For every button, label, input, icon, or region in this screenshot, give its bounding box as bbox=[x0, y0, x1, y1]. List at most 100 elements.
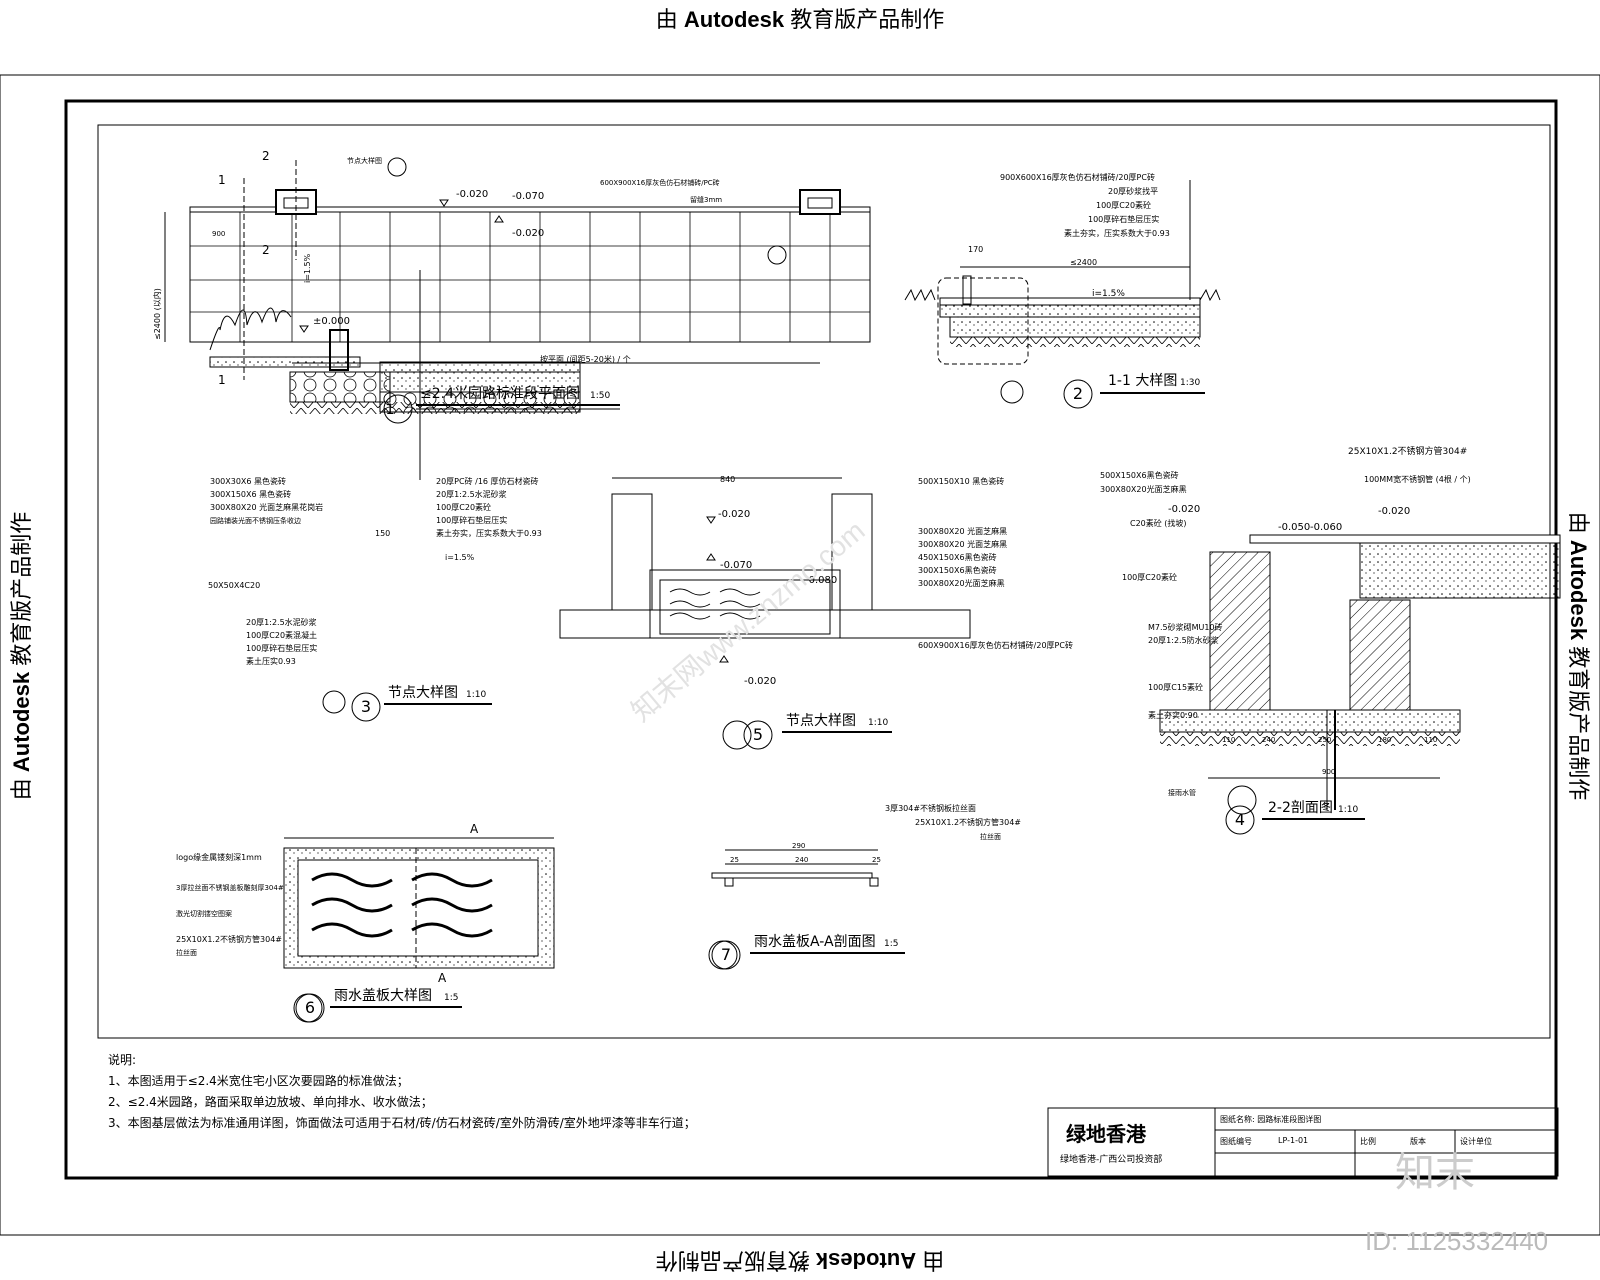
d2-dim-170: 170 bbox=[968, 245, 983, 254]
d3-bottom-4: 素土压实0.93 bbox=[246, 656, 296, 666]
d7-label-2: 25X10X1.2不锈钢方管304# bbox=[915, 817, 1021, 827]
d7-dim-25a: 25 bbox=[730, 856, 739, 864]
d4-left-8: 素土夯实0.90 bbox=[1148, 710, 1198, 720]
d3-left-4: 园路铺装光面不锈钢压条收边 bbox=[210, 516, 301, 525]
section-mark-2-bottom: 2 bbox=[262, 243, 270, 257]
d3-right-3: 100厚C20素砼 bbox=[436, 502, 491, 512]
view-6-title: 雨水盖板大样图 bbox=[334, 988, 432, 1004]
client-logo: 绿地香港 bbox=[1066, 1122, 1146, 1146]
d3-right-1: 20厚PC砖 /16 厚仿石材瓷砖 bbox=[436, 476, 539, 486]
design-notes: 说明: 1、本图适用于≤2.4米宽住宅小区次要园路的标准做法； 2、≤2.4米园… bbox=[108, 1050, 696, 1134]
d4-left-1: 500X150X6黑色瓷砖 bbox=[1100, 470, 1179, 480]
d6-label-4: 25X10X1.2不锈钢方管304# bbox=[176, 934, 282, 944]
d5-label-2: 300X80X20 光面芝麻黑 bbox=[918, 526, 1007, 536]
plan-joint-label: 留缝3mm bbox=[690, 195, 722, 204]
view-5-node-detail: -0.020 -0.070 -0.080 -0.020 840 500X150X… bbox=[559, 475, 1073, 750]
d7-dim-290: 290 bbox=[792, 842, 805, 850]
view-6-scale: 1:5 bbox=[444, 993, 458, 1003]
notes-title: 说明: bbox=[108, 1053, 137, 1067]
image-id-watermark: ID: 1125332440 bbox=[1365, 1226, 1549, 1256]
section-mark-1-top: 1 bbox=[218, 173, 226, 187]
d3-dim-150: 150 bbox=[375, 529, 390, 538]
plan-level-b: -0.070 bbox=[512, 191, 544, 202]
note-line-1: 1、本图适用于≤2.4米宽住宅小区次要园路的标准做法； bbox=[108, 1074, 409, 1088]
view-4-section: 25X10X1.2不锈钢方管304# 100MM宽不锈钢管 (4根 / 个) 5… bbox=[1100, 445, 1561, 815]
view-7-scale: 1:5 bbox=[884, 939, 898, 949]
d2-layer-2: 20厚砂浆找平 bbox=[1108, 186, 1158, 196]
d4-left-4: 100厚C20素砼 bbox=[1122, 572, 1177, 582]
d7-label-1: 3厚304#不锈钢板拉丝面 bbox=[885, 803, 976, 813]
d4-top-1: 25X10X1.2不锈钢方管304# bbox=[1348, 445, 1467, 457]
drawing-name: 图纸名称: 园路标准段图详图 bbox=[1220, 1115, 1322, 1124]
d3-bottom-3: 100厚碎石垫层压实 bbox=[246, 643, 317, 653]
d3-right-2: 20厚1:2.5水泥砂浆 bbox=[436, 489, 507, 499]
view-3-scale: 1:10 bbox=[466, 690, 486, 700]
view-1-scale: 1:50 bbox=[590, 391, 610, 401]
d6-label-2: 3厚拉丝面不锈钢盖板雕刻厚304# bbox=[176, 883, 284, 892]
znzmo-logo-watermark: 知末 bbox=[1395, 1151, 1475, 1195]
plan-level-a: -0.020 bbox=[456, 189, 488, 200]
d4-left-2: 300X80X20光面芝麻黑 bbox=[1100, 484, 1187, 494]
d5-level-4: -0.020 bbox=[744, 676, 776, 687]
view-2-number: 2 bbox=[1073, 384, 1083, 403]
d4-left-6: 20厚1:2.5防水砂浆 bbox=[1148, 635, 1219, 645]
field-1: 图纸编号 bbox=[1220, 1137, 1252, 1146]
d4-left-7: 100厚C15素砼 bbox=[1148, 682, 1203, 692]
plan-width-dim: ≤2400 (以内) bbox=[152, 288, 162, 340]
view-7-title: 雨水盖板A-A剖面图 bbox=[754, 934, 876, 950]
autodesk-stamp-top: 由 Autodesk 教育版产品制作 bbox=[655, 7, 945, 32]
view-5-number: 5 bbox=[753, 725, 763, 744]
d4-total: 900 bbox=[1322, 768, 1335, 776]
d5-label-4: 450X150X6黑色瓷砖 bbox=[918, 552, 997, 562]
d4-left-5: M7.5砂浆砌MU10砖 bbox=[1148, 622, 1223, 632]
d2-width: ≤2400 bbox=[1070, 258, 1097, 267]
d2-slope: i=1.5% bbox=[1092, 289, 1125, 299]
section-mark-1-bottom: 1 bbox=[218, 373, 226, 387]
view-1-plan: -0.020 -0.070 -0.020 ±0.000 600X900X16厚灰… bbox=[152, 149, 871, 387]
d6-label-3: 激光切割镂空图案 bbox=[176, 909, 232, 918]
d3-right-5: 素土夯实，压实系数大于0.93 bbox=[436, 528, 542, 538]
d3-left-1: 300X30X6 黑色瓷砖 bbox=[210, 476, 286, 486]
d5-label-5: 300X150X6黑色瓷砖 bbox=[918, 565, 997, 575]
title-block-text: 绿地香港 绿地香港-广西公司投资部 图纸名称: 园路标准段图详图 图纸编号 LP… bbox=[1048, 1108, 1558, 1176]
d2-layer-4: 100厚碎石垫层压实 bbox=[1088, 214, 1159, 224]
d4-dim-5: 110 bbox=[1424, 736, 1437, 744]
d4-pipe: 接雨水管 bbox=[1168, 788, 1196, 797]
d4-top-2: 100MM宽不锈钢管 (4根 / 个) bbox=[1364, 474, 1471, 484]
view-2-scale: 1:30 bbox=[1180, 378, 1200, 388]
view-1-number: 1 bbox=[386, 402, 395, 418]
plan-level-c: -0.020 bbox=[512, 228, 544, 239]
d3-slope: i=1.5% bbox=[445, 553, 475, 562]
title-block bbox=[1047, 1107, 1559, 1177]
d2-layer-1: 900X600X16厚灰色仿石材铺砖/20厚PC砖 bbox=[1000, 172, 1155, 182]
d5-label-1: 500X150X10 黑色瓷砖 bbox=[918, 476, 1004, 486]
outer-frame bbox=[0, 74, 1600, 1236]
d7-dim-240: 240 bbox=[795, 856, 808, 864]
view-2-title: 1-1 大样图 bbox=[1108, 373, 1177, 389]
d4-level-2: -0.050 bbox=[1278, 522, 1310, 533]
view-3-node-detail: 300X30X6 黑色瓷砖 300X150X6 黑色瓷砖 300X80X20 光… bbox=[208, 270, 581, 714]
d4-dim-3: 250 bbox=[1318, 736, 1331, 744]
d5-level-3: -0.080 bbox=[805, 575, 837, 586]
view-6-cover-plate: A A logo缘金属镂刻深1mm 3厚拉丝面不锈钢盖板雕刻厚304# 激光切割… bbox=[176, 822, 555, 1023]
drawing-border bbox=[64, 99, 1558, 1180]
d3-right-4: 100厚碎石垫层压实 bbox=[436, 515, 507, 525]
view-6-number: 6 bbox=[305, 998, 315, 1017]
d4-level-4: -0.020 bbox=[1378, 506, 1410, 517]
d3-bottom-2: 100厚C20素混凝土 bbox=[246, 630, 317, 640]
view-4-title: 2-2剖面图 bbox=[1268, 800, 1333, 816]
note-line-2: 2、≤2.4米园路，路面采取单边放坡、单向排水、收水做法； bbox=[108, 1095, 433, 1109]
field-4: 设计单位 bbox=[1460, 1137, 1492, 1146]
drawing-code: LP-1-01 bbox=[1278, 1136, 1309, 1145]
d4-dim-1: 110 bbox=[1222, 736, 1235, 744]
view-5-scale: 1:10 bbox=[868, 718, 888, 728]
d5-label-3: 300X80X20 光面芝麻黑 bbox=[918, 539, 1007, 549]
d4-level-3: -0.060 bbox=[1310, 522, 1342, 533]
d4-left-3: C20素砼 (找坡) bbox=[1130, 518, 1187, 528]
d3-bottom-1: 20厚1:2.5水泥砂浆 bbox=[246, 617, 317, 627]
view-4-scale: 1:10 bbox=[1338, 805, 1358, 815]
d3-left-3: 300X80X20 光面芝麻黑花岗岩 bbox=[210, 502, 323, 512]
view-4-number: 4 bbox=[1235, 810, 1245, 829]
d6-label-1: logo缘金属镂刻深1mm bbox=[176, 852, 262, 862]
